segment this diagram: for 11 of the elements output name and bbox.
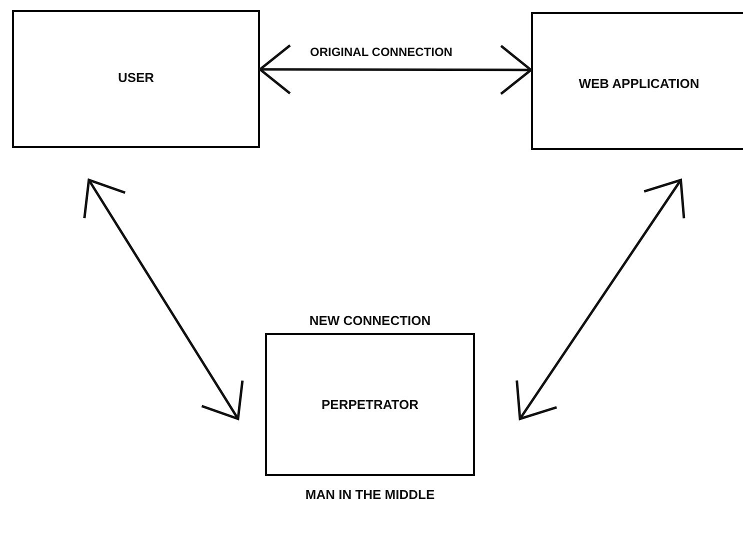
double-arrow	[258, 44, 532, 96]
box-label: USER	[118, 70, 154, 85]
box-label: WEB APPLICATION	[578, 76, 700, 91]
edge-label: ORIGINAL CONNECTION	[308, 45, 454, 59]
box-label: PERPETRATOR	[321, 397, 419, 412]
process-box	[531, 12, 743, 150]
double-arrow	[516, 178, 686, 420]
double-arrow	[83, 178, 244, 420]
box-heading: NEW CONNECTION	[309, 313, 431, 328]
process-box	[12, 10, 260, 148]
box-caption: MAN IN THE MIDDLE	[305, 487, 435, 502]
